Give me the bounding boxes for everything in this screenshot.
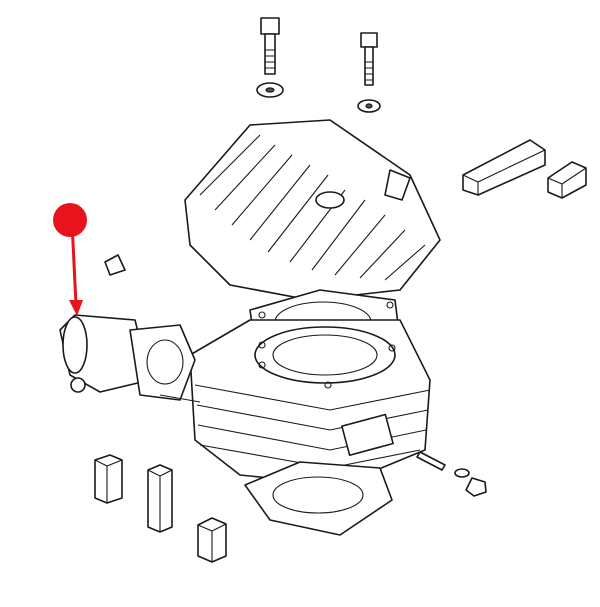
rubber-block-5: [197, 517, 227, 563]
base-gasket: [244, 461, 393, 536]
stud-nut-right: [416, 451, 487, 497]
rubber-block-3: [94, 454, 123, 504]
rubber-block-2: [547, 161, 587, 199]
intake-manifold: [59, 254, 201, 403]
callout-marker: [53, 203, 87, 316]
head-bolt-left: [256, 17, 284, 98]
cylinder-block: [189, 319, 431, 486]
cylinder-head: [184, 119, 441, 301]
head-bolt-right: [357, 32, 381, 113]
rubber-block-4: [147, 464, 173, 533]
rubber-block-1: [462, 139, 546, 196]
